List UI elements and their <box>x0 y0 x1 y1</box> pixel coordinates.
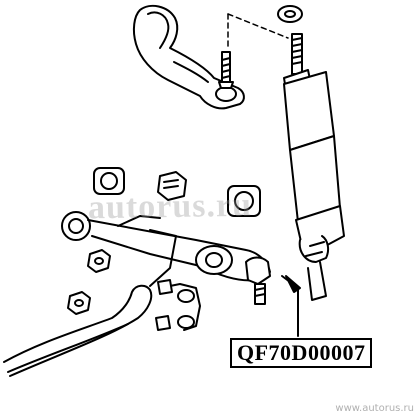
footer-site-link[interactable]: www.autorus.ru <box>335 403 414 414</box>
tie-rod-bolt <box>218 51 234 89</box>
bushing-left <box>93 167 125 195</box>
watermark-text: autorus.ru <box>87 186 253 227</box>
nut-lower <box>67 291 91 315</box>
part-indicator-arrow <box>281 275 301 337</box>
assembly-dashed-line <box>227 13 289 39</box>
bushing-right <box>227 185 261 217</box>
stabilizer-link <box>155 279 201 331</box>
part-number-label[interactable]: QF70D00007 <box>230 338 373 368</box>
strut-top-washer <box>277 5 303 23</box>
shock-absorber <box>283 33 345 301</box>
ball-joint <box>245 256 271 305</box>
nut-upper <box>87 249 111 273</box>
steering-knuckle <box>132 4 245 110</box>
mount-bracket <box>157 171 187 201</box>
stabilizer-bar <box>3 284 153 377</box>
